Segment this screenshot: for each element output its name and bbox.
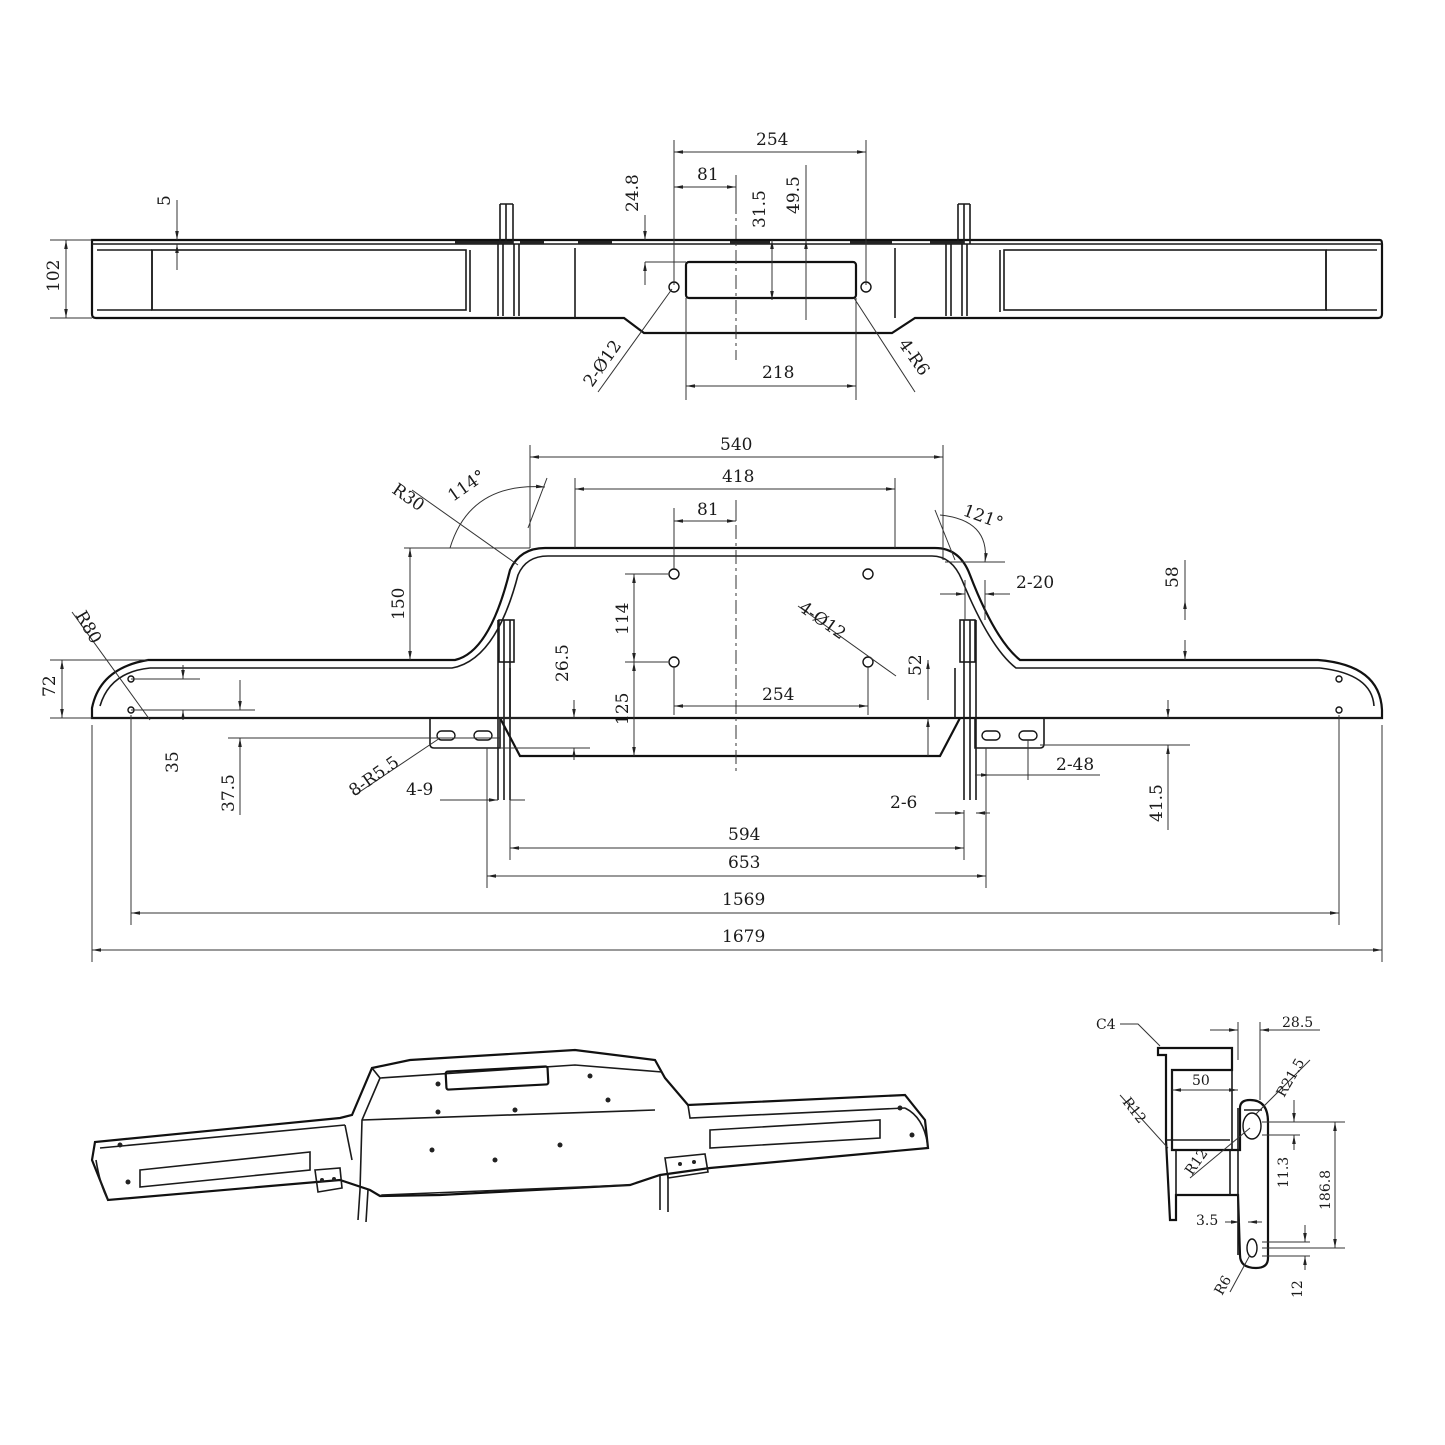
side-dim-28-5: 28.5 (1282, 1015, 1313, 1031)
top-dim-218: 218 (762, 363, 794, 383)
side-dim-c4: C4 (1096, 1017, 1116, 1033)
front-dim-418: 418 (722, 467, 754, 487)
front-dim-r30: R30 (388, 480, 428, 516)
front-view-outline (90, 500, 1384, 800)
front-dim-1679: 1679 (722, 927, 765, 947)
side-dim-r6: R6 (1212, 1273, 1236, 1298)
front-dim-2-6: 2-6 (890, 793, 917, 813)
front-dim-26-5: 26.5 (553, 644, 573, 682)
side-view-dimensions: C4 28.5 50 R21.5 R12 R12 11.3 186.8 3.5 … (1096, 1015, 1345, 1298)
side-dim-11-3: 11.3 (1276, 1157, 1292, 1188)
front-view-dimensions: 540 418 81 R30 114° 121° 2-20 58 150 114… (40, 435, 1383, 962)
front-dim-2-20: 2-20 (1016, 573, 1054, 593)
front-dim-653: 653 (728, 853, 760, 873)
top-dim-24-8: 24.8 (623, 174, 643, 212)
side-dim-12: 12 (1290, 1280, 1306, 1298)
top-view-outline (90, 200, 1384, 360)
side-view-outline (1156, 1046, 1270, 1270)
front-dim-37-5: 37.5 (219, 774, 239, 812)
side-dim-50: 50 (1192, 1073, 1210, 1089)
front-dim-540: 540 (720, 435, 752, 455)
front-dim-121-deg: 121° (960, 501, 1005, 534)
top-dim-5: 5 (155, 195, 175, 206)
front-view: 540 418 81 R30 114° 121° 2-20 58 150 114… (40, 435, 1384, 962)
front-dim-4-9: 4-9 (406, 780, 433, 800)
front-dim-52: 52 (906, 654, 926, 676)
front-dim-r80: R80 (71, 608, 106, 648)
front-dim-254: 254 (762, 685, 794, 705)
top-dim-4-r6: 4-R6 (894, 335, 933, 379)
front-dim-594: 594 (728, 825, 760, 845)
top-dim-31-5: 31.5 (750, 190, 770, 228)
top-dim-2-phi12: 2-Ø12 (580, 337, 626, 391)
side-dim-r21-5: R21.5 (1274, 1056, 1309, 1100)
front-dim-114: 114 (613, 603, 633, 635)
side-dim-3-5: 3.5 (1196, 1213, 1218, 1229)
front-dim-125: 125 (613, 693, 633, 725)
front-dim-8-r5-5: 8-R5.5 (345, 752, 403, 801)
front-dim-72: 72 (40, 675, 60, 697)
top-dim-81: 81 (697, 165, 719, 185)
top-view-dimensions: 254 81 24.8 31.5 49.5 5 102 2-Ø12 4-R6 2… (44, 130, 933, 400)
front-dim-41-5: 41.5 (1147, 784, 1167, 822)
front-dim-150: 150 (389, 588, 409, 620)
side-view: C4 28.5 50 R21.5 R12 R12 11.3 186.8 3.5 … (1096, 1015, 1345, 1298)
front-dim-2-48: 2-48 (1056, 755, 1094, 775)
top-dim-254: 254 (756, 130, 788, 150)
front-dim-58: 58 (1163, 566, 1183, 588)
top-view: 254 81 24.8 31.5 49.5 5 102 2-Ø12 4-R6 2… (44, 130, 1384, 400)
front-dim-81: 81 (697, 500, 719, 520)
front-dim-35: 35 (163, 751, 183, 773)
top-dim-49-5: 49.5 (784, 176, 804, 214)
side-dim-186-8: 186.8 (1318, 1170, 1334, 1210)
front-dim-1569: 1569 (722, 890, 765, 910)
front-dim-4-phi12: 4-Ø12 (795, 598, 849, 644)
isometric-view (90, 1048, 930, 1223)
top-dim-102: 102 (44, 260, 64, 292)
